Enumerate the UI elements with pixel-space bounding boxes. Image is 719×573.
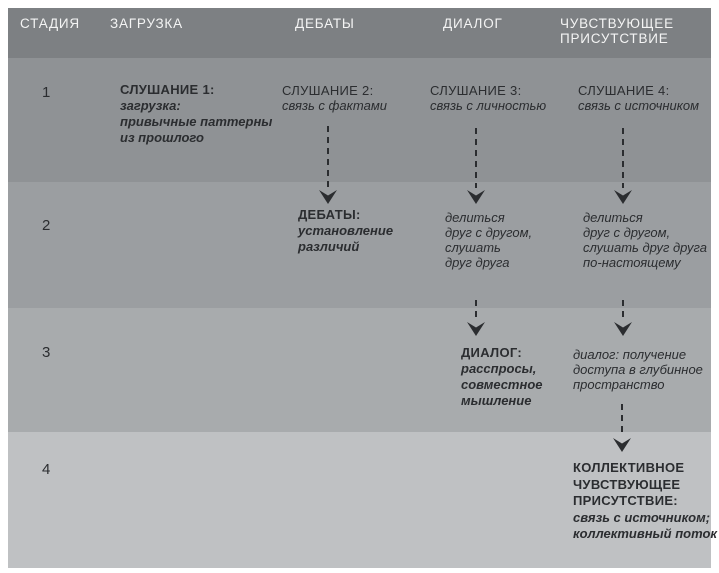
header-band xyxy=(8,8,711,58)
stage-2: 2 xyxy=(42,217,51,234)
presencing-dialogue-l2: доступа в глубинное xyxy=(573,362,703,377)
down-arrow-icon xyxy=(613,404,631,452)
header-presencing-line1: ЧУВСТВУЮЩЕЕ xyxy=(560,16,674,31)
debate-sub1: установление xyxy=(298,223,394,238)
listening1-title: СЛУШАНИЕ 1: xyxy=(120,82,215,97)
header-presencing: ЧУВСТВУЮЩЕЕ ПРИСУТСТВИЕ xyxy=(560,16,674,46)
dialogue-share-l1: делиться xyxy=(445,210,505,225)
presencing-dialogue-l1: диалог: получение xyxy=(573,347,687,362)
dialogue-share-l3: слушать xyxy=(445,240,501,255)
listening1-sub1: загрузка: xyxy=(120,98,181,113)
presencing-share-l3: слушать друг друга xyxy=(583,240,707,255)
header-downloading: ЗАГРУЗКА xyxy=(110,16,183,31)
down-arrow-icon xyxy=(319,126,337,204)
listening4-title: СЛУШАНИЕ 4: xyxy=(578,83,670,98)
cell-listening3: СЛУШАНИЕ 3: связь с личностью xyxy=(430,83,546,113)
dialogue-sub3: мышление xyxy=(461,393,532,408)
header-dialogue: ДИАЛОГ xyxy=(443,16,503,31)
listening1-sub3: из прошлого xyxy=(120,130,204,145)
row1-band xyxy=(8,58,711,182)
dialogue-sub1: расспросы, xyxy=(461,361,537,376)
collective-t1: КОЛЛЕКТИВНОЕ xyxy=(573,460,685,475)
header-presencing-line2: ПРИСУТСТВИЕ xyxy=(560,31,669,46)
row3-band xyxy=(8,308,711,432)
listening2-sub1: связь с фактами xyxy=(282,98,387,113)
cell-listening1: СЛУШАНИЕ 1: загрузка: привычные паттерны… xyxy=(120,82,272,146)
stage-3: 3 xyxy=(42,344,51,361)
listening1-sub2: привычные паттерны xyxy=(120,114,273,129)
dialogue-sub2: совместное xyxy=(461,377,543,392)
presencing-share-l1: делиться xyxy=(583,210,643,225)
dialogue-share-l2: друг с другом, xyxy=(445,225,533,240)
stage-4: 4 xyxy=(42,461,51,478)
cell-debate: ДЕБАТЫ: установление различий xyxy=(298,207,393,255)
dialogue-title: ДИАЛОГ: xyxy=(461,345,523,360)
dialogue-share-l4: друг друга xyxy=(445,255,510,270)
header-stage: СТАДИЯ xyxy=(20,16,80,31)
collective-sub1: связь с источником; xyxy=(573,509,711,525)
stage-1: 1 xyxy=(42,84,51,101)
down-arrow-icon xyxy=(614,128,632,204)
cell-listening2: СЛУШАНИЕ 2: связь с фактами xyxy=(282,83,387,113)
header-debate: ДЕБАТЫ xyxy=(295,16,355,31)
down-arrow-icon xyxy=(467,128,485,204)
row4-band xyxy=(8,432,711,568)
cell-presencing-dialogue: диалог: получение доступа в глубинное пр… xyxy=(573,347,703,392)
cell-collective-presencing: КОЛЛЕКТИВНОЕ ЧУВСТВУЮЩЕЕ ПРИСУТСТВИЕ: св… xyxy=(573,460,717,543)
collective-t2: ЧУВСТВУЮЩЕЕ xyxy=(573,476,681,492)
listening4-sub1: связь с источником xyxy=(578,98,699,113)
down-arrow-icon xyxy=(614,300,632,336)
collective-sub2: коллективный поток xyxy=(573,526,718,541)
presencing-share-l4: по-настоящему xyxy=(583,255,681,270)
debate-sub2: различий xyxy=(298,239,360,254)
debate-title: ДЕБАТЫ: xyxy=(298,207,361,222)
presencing-dialogue-l3: пространство xyxy=(573,377,665,392)
down-arrow-icon xyxy=(467,300,485,336)
cell-presencing-share: делиться друг с другом, слушать друг дру… xyxy=(583,210,707,270)
listening3-sub1: связь с личностью xyxy=(430,98,547,113)
presencing-share-l2: друг с другом, xyxy=(583,225,671,240)
cell-dialogue-share: делиться друг с другом, слушать друг дру… xyxy=(445,210,532,270)
cell-listening4: СЛУШАНИЕ 4: связь с источником xyxy=(578,83,699,113)
cell-dialogue: ДИАЛОГ: расспросы, совместное мышление xyxy=(461,345,543,409)
collective-t3: ПРИСУТСТВИЕ: xyxy=(573,493,678,508)
listening2-title: СЛУШАНИЕ 2: xyxy=(282,83,374,98)
listening3-title: СЛУШАНИЕ 3: xyxy=(430,83,522,98)
row2-band xyxy=(8,182,711,308)
